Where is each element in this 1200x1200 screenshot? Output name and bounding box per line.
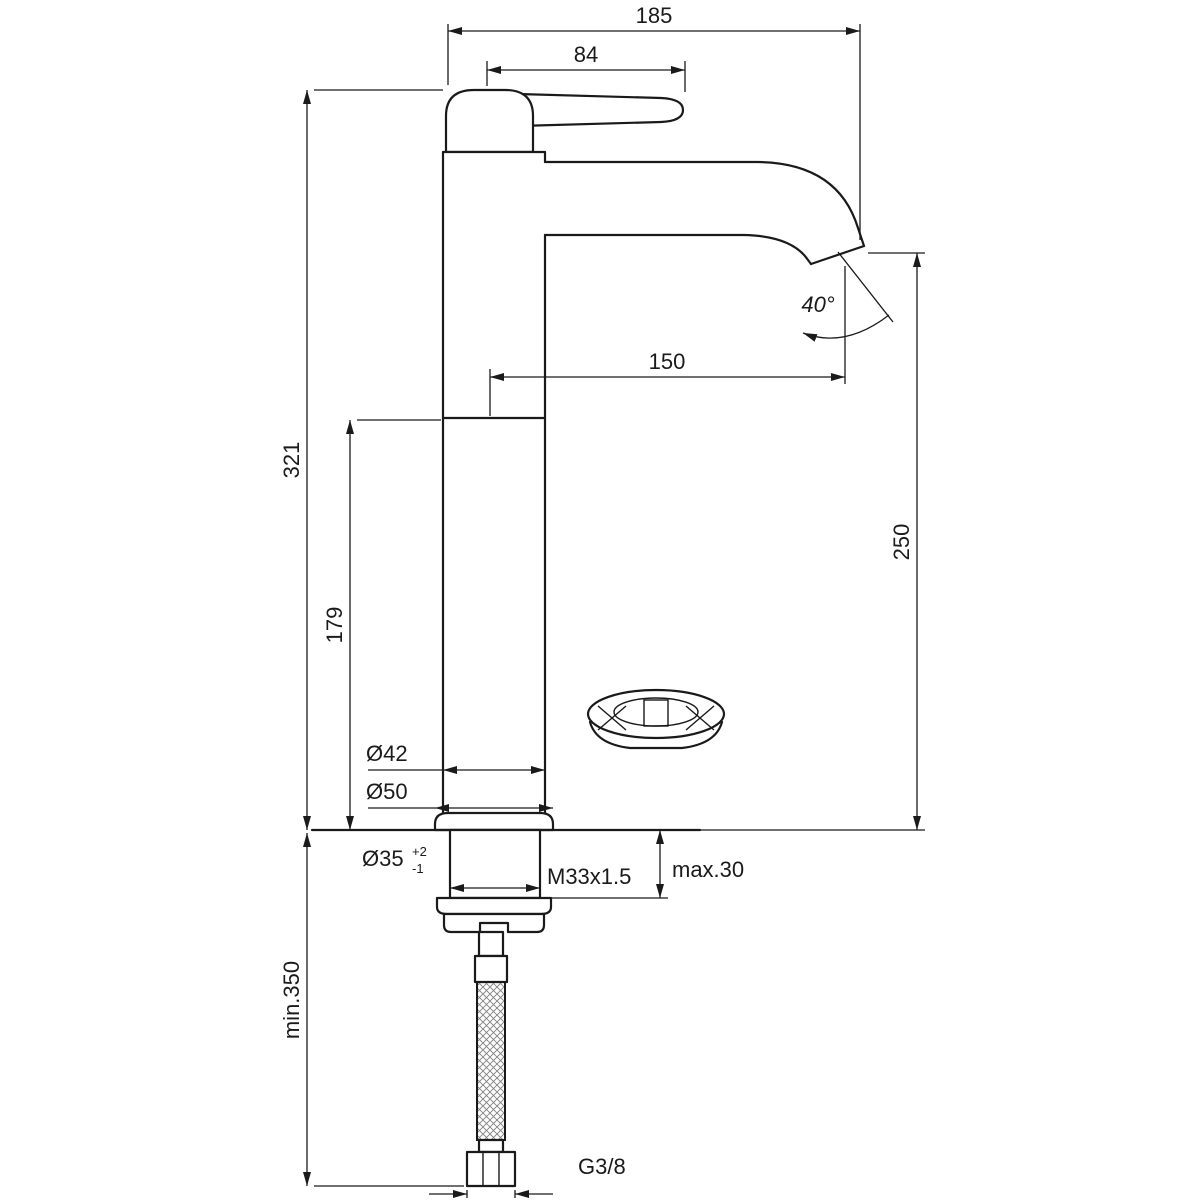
dimension-body-height: 179 xyxy=(322,419,441,830)
dimension-hole-diameter: Ø35 +2 -1 xyxy=(362,844,427,876)
drain-stopper xyxy=(586,688,726,750)
dim-label-base-diameter: Ø50 xyxy=(366,779,408,804)
hose-fitting xyxy=(473,954,509,984)
dim-label-handle-length: 84 xyxy=(574,42,598,67)
mounting-washer xyxy=(435,896,553,916)
dim-label-max-deck: max.30 xyxy=(672,857,744,882)
dim-label-connection: G3/8 xyxy=(578,1154,626,1179)
handle-lever xyxy=(516,92,685,128)
dim-label-body-diameter: Ø42 xyxy=(366,741,408,766)
spout-mouth-line xyxy=(809,244,866,266)
dim-label-outlet-height: 250 xyxy=(889,524,914,561)
braided-hose xyxy=(476,981,506,1141)
dim-label-spout-angle: 40° xyxy=(801,292,834,317)
dimension-spout-reach: 150 xyxy=(489,266,846,416)
dimension-spout-angle: 40° xyxy=(801,251,894,342)
supply-hose xyxy=(465,930,517,1188)
dim-label-body-height: 179 xyxy=(322,607,347,644)
faucet-body xyxy=(441,150,547,815)
faucet-spout xyxy=(543,160,866,266)
dimension-total-height: 321 xyxy=(279,89,443,830)
dim-label-thread: M33x1.5 xyxy=(547,864,631,889)
hose-end-nut xyxy=(465,1150,517,1188)
hose-stem xyxy=(477,930,505,958)
dim-label-spout-reach: 150 xyxy=(649,349,686,374)
hose-collar xyxy=(477,1138,505,1154)
mounting-hardware xyxy=(435,896,553,934)
dim-label-hole-tol-plus: +2 xyxy=(412,844,427,859)
dimension-outlet-height: 250 xyxy=(690,252,925,831)
dimension-max-deck: max.30 xyxy=(551,830,744,899)
base-flange xyxy=(433,811,555,832)
dimension-thread: M33x1.5 xyxy=(450,864,631,892)
dimension-handle-length: 84 xyxy=(486,42,686,92)
handle-pivot-dome xyxy=(444,88,535,154)
dimension-base-diameter: Ø50 xyxy=(366,779,553,812)
faucet-outline xyxy=(310,88,866,1188)
dim-label-hole-diameter: Ø35 xyxy=(362,846,404,871)
dimension-min-hose: min.350 xyxy=(279,833,464,1187)
hex-facet-lines xyxy=(482,1152,500,1186)
dim-label-hole-tol-minus: -1 xyxy=(412,861,424,876)
mounting-nut xyxy=(442,912,546,934)
dimension-overall-width: 185 xyxy=(447,3,861,240)
dim-label-overall-width: 185 xyxy=(636,3,673,28)
dimension-connection: G3/8 xyxy=(429,1154,626,1198)
stopper-hatch xyxy=(597,705,715,731)
dim-label-min-hose: min.350 xyxy=(279,961,304,1039)
dimension-body-diameter: Ø42 xyxy=(366,741,545,774)
dim-label-total-height: 321 xyxy=(279,442,304,479)
